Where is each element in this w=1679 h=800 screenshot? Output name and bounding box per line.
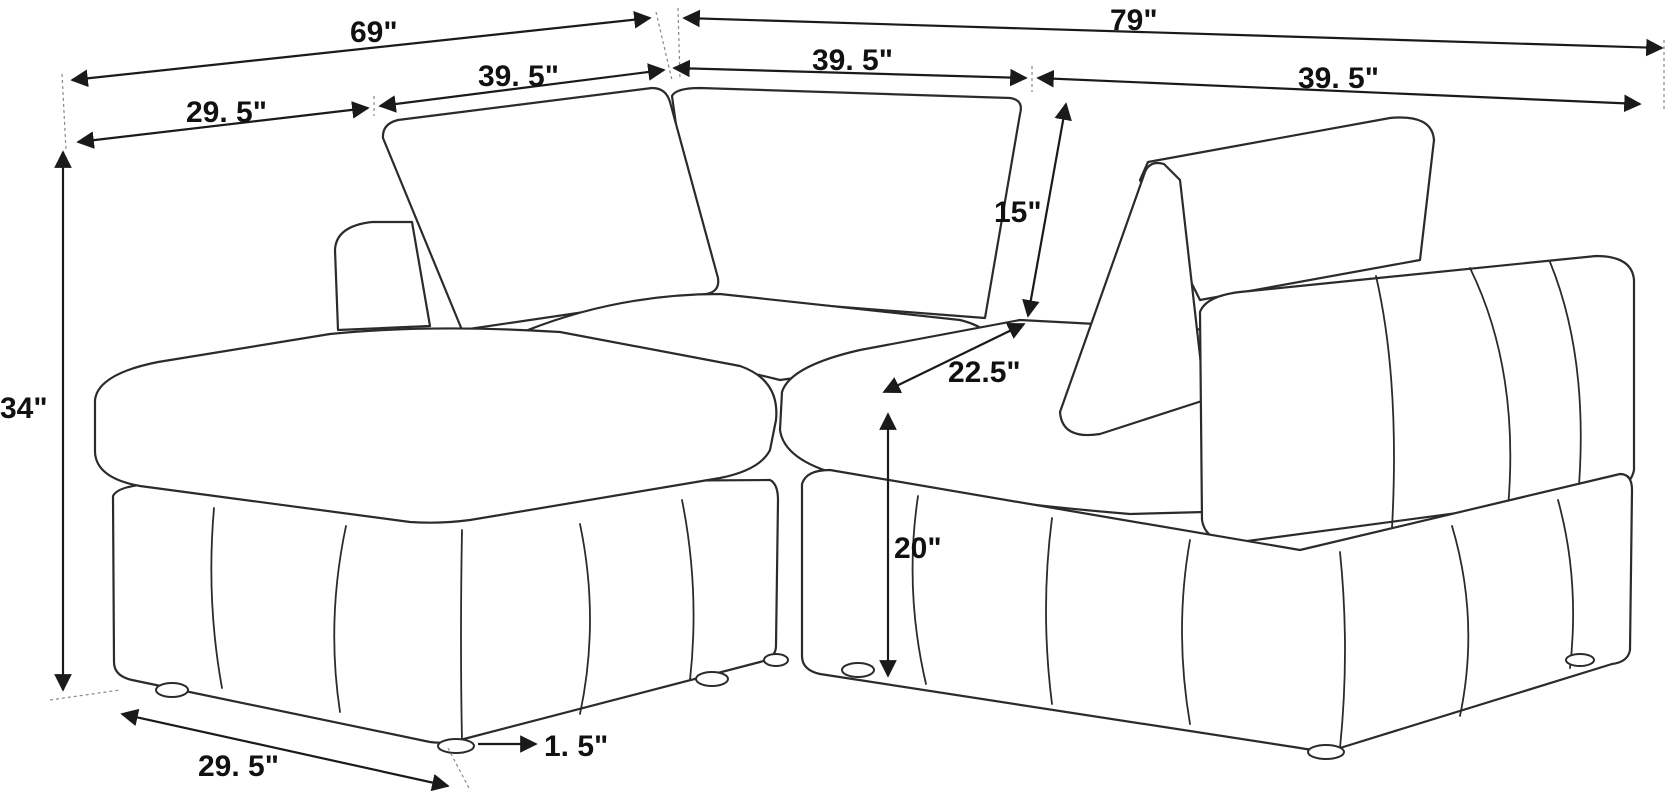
sofa-drawing bbox=[93, 86, 1636, 760]
label-back-cushion-height: 15" bbox=[994, 196, 1042, 229]
foot-right-back bbox=[1565, 653, 1595, 667]
label-overall-left-width: 69" bbox=[350, 16, 398, 49]
dim-line-69 bbox=[70, 10, 652, 88]
center-back-panel bbox=[670, 86, 1022, 320]
dim-line-chaise-bottom bbox=[120, 708, 450, 792]
foot-right-front-left bbox=[841, 662, 875, 678]
label-center-width-top: 39. 5" bbox=[478, 60, 559, 93]
foot-chaise-front-left bbox=[155, 682, 189, 698]
dim-line-center-right-top bbox=[672, 59, 1028, 87]
label-total-height: 34" bbox=[0, 392, 48, 425]
label-center-right-width-top: 39. 5" bbox=[812, 44, 893, 77]
right-back-cushion bbox=[1138, 116, 1436, 302]
chaise-seat-cushion bbox=[93, 327, 778, 524]
right-seat-base bbox=[800, 468, 1634, 752]
right-tilted-back-cushion bbox=[1058, 161, 1207, 437]
dim-line-chaise-top bbox=[76, 101, 370, 149]
foot-center bbox=[763, 653, 789, 667]
dimension-labels: 69" 79" 29. 5" 39. 5" 39. 5" 39. 5" 34" … bbox=[0, 4, 1379, 783]
dim-line-15 bbox=[1022, 102, 1072, 318]
label-overall-right-width: 79" bbox=[1110, 4, 1158, 37]
dim-line-22-5 bbox=[882, 323, 1026, 393]
foot-chaise-front bbox=[437, 738, 475, 754]
label-chaise-length-bottom: 29. 5" bbox=[198, 750, 279, 783]
label-seat-depth: 22.5" bbox=[948, 356, 1021, 389]
label-right-seat-width-top: 39. 5" bbox=[1298, 62, 1379, 95]
foot-right-front bbox=[1307, 744, 1345, 760]
foot-chaise-back bbox=[695, 671, 729, 687]
left-armrest bbox=[333, 220, 432, 332]
dimension-lines bbox=[54, 9, 1664, 792]
dim-line-center-top bbox=[378, 63, 666, 113]
label-seat-height: 20" bbox=[894, 532, 942, 565]
label-chaise-width-top: 29. 5" bbox=[186, 96, 267, 129]
dim-line-right-top bbox=[1036, 69, 1642, 113]
label-leg-height: 1. 5" bbox=[544, 730, 608, 763]
dim-line-79 bbox=[682, 9, 1664, 57]
left-back-cushion bbox=[381, 86, 720, 332]
